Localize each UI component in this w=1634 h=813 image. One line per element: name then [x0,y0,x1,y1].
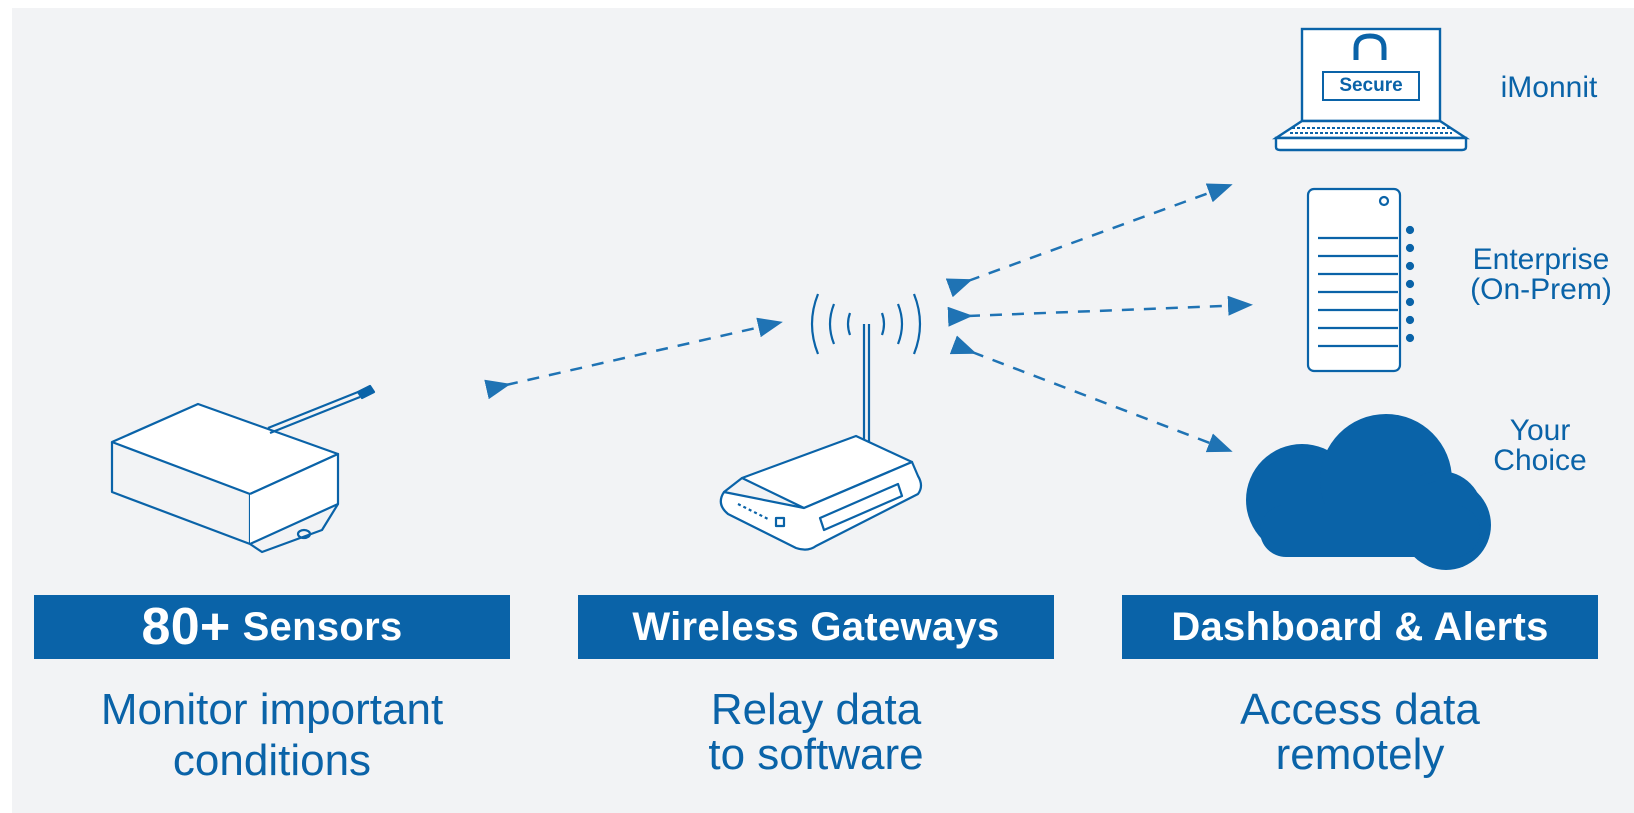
secure-badge: Secure [1339,75,1403,96]
sensors-caption-line2: conditions [172,736,372,785]
arrow-gateway-to-imonnit [945,183,1233,298]
enterprise-label: Enterprise (On-Prem) [1456,245,1626,305]
sensors-banner-label: Sensors [242,604,403,649]
sensors-count: 80+ [141,598,231,656]
gateways-caption-line2: to software [708,730,924,779]
sensor-device-icon [110,384,376,554]
arrow-gateway-to-cloud [949,335,1233,453]
wireless-gateway-icon [719,293,923,551]
imonnit-label: iMonnit [1500,71,1598,104]
dashboard-banner: Dashboard & Alerts [1122,595,1598,659]
data-flow-arrows [484,183,1253,453]
arrow-sensor-to-gateway [484,317,783,400]
your-choice-label-line1: Your [1509,414,1571,447]
your-choice-label: Your Choice [1480,416,1600,476]
server-icon [1306,187,1415,373]
sensors-caption-line1: Monitor important [100,685,444,734]
enterprise-label-line1: Enterprise [1472,243,1610,276]
secure-laptop-icon [1271,27,1471,152]
sensors-banner: 80+ Sensors [34,595,510,659]
gateways-caption-line1: Relay data [710,685,922,734]
dashboard-caption-line1: Access data [1240,685,1480,734]
sensors-caption: Monitor important conditions [34,686,510,785]
your-choice-label-line2: Choice [1493,444,1587,477]
cloud-icon [1246,414,1491,570]
dashboard-caption: Access data remotely [1122,686,1598,779]
dashboard-caption-line2: remotely [1275,730,1445,779]
gateways-banner: Wireless Gateways [578,595,1054,659]
gateways-caption: Relay data to software [578,686,1054,779]
enterprise-label-line2: (On-Prem) [1470,273,1612,306]
arrow-gateway-to-enterprise [947,295,1253,327]
